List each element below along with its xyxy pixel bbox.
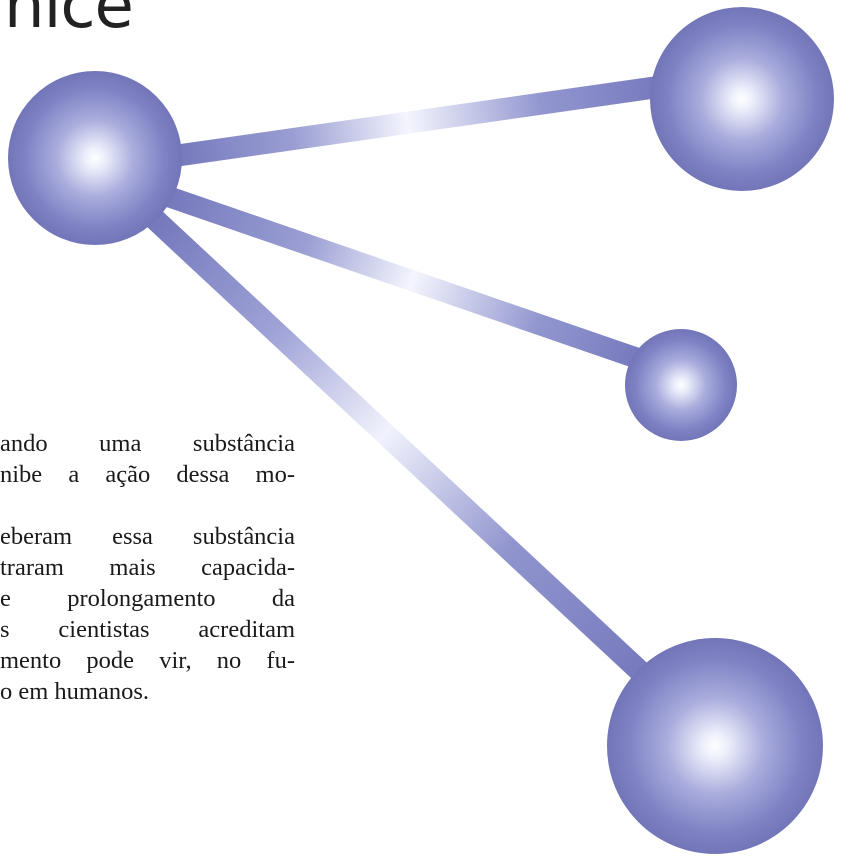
connector-middle: [151, 182, 652, 372]
text-line: e prolongamento da: [0, 585, 295, 612]
connector-top: [158, 75, 667, 169]
paragraph-1: ando uma substância nibe a ação dessa mo…: [0, 428, 295, 490]
sphere-bottom-right: [607, 638, 823, 854]
text-line: nibe a ação dessa mo-: [0, 461, 295, 488]
text-line: eberam essa substância: [0, 523, 295, 550]
text-line: o em humanos.: [0, 678, 150, 705]
text-line: ando uma substância: [0, 430, 295, 457]
page-heading: nice”: [4, 0, 166, 43]
sphere-middle-right: [625, 329, 737, 441]
sphere-top-right: [650, 7, 834, 191]
paragraph-2: eberam essa substância traram mais capac…: [0, 521, 295, 707]
connector-bottom: [137, 201, 668, 699]
text-line: mento pode vir, no fu-: [0, 647, 295, 674]
text-line: traram mais capacida-: [0, 554, 295, 581]
body-text: ando uma substância nibe a ação dessa mo…: [0, 428, 295, 707]
sphere-hub: [8, 71, 182, 245]
text-line: s cientistas acreditam: [0, 616, 295, 643]
